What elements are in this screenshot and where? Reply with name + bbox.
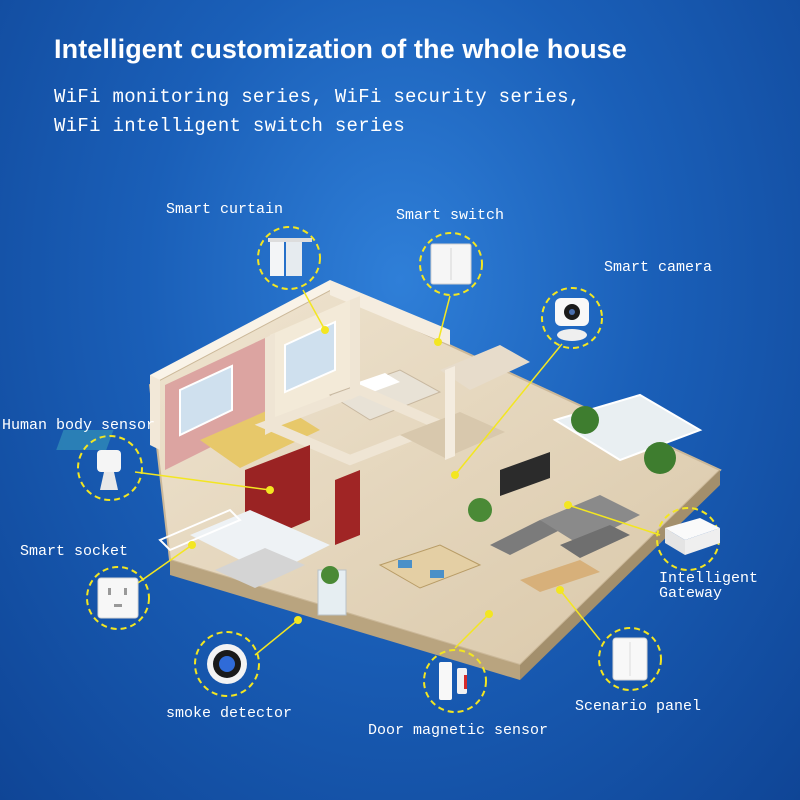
smoke-detector-icon [194, 631, 260, 697]
camera-icon [541, 287, 603, 349]
socket-icon [86, 566, 150, 630]
callout-dots [188, 326, 572, 624]
subtitle-line-1: WiFi monitoring series, WiFi security se… [54, 86, 581, 108]
label-intelligent-gateway-line-1: Intelligent [659, 570, 759, 587]
subtitle-line-2: WiFi intelligent switch series [54, 115, 406, 137]
page-title: Intelligent customization of the whole h… [54, 34, 627, 64]
label-smoke-detector: smoke detector [166, 705, 293, 722]
label-smart-camera: Smart camera [604, 259, 713, 276]
label-smart-socket: Smart socket [20, 543, 129, 560]
switch-icon [419, 232, 483, 296]
label-door-magnetic-sensor: Door magnetic sensor [368, 722, 549, 739]
scenario-panel-icon [598, 627, 662, 691]
house-floorplan [56, 280, 722, 680]
curtain-icon [257, 226, 321, 290]
label-human-body-sensor: Human body sensor [2, 417, 156, 434]
gateway-icon [656, 507, 720, 571]
label-intelligent-gateway-line-2: Gateway [659, 585, 723, 602]
label-smart-switch: Smart switch [396, 207, 505, 224]
label-smart-curtain: Smart curtain [166, 201, 284, 218]
door-sensor-icon [423, 649, 487, 713]
motion-sensor-icon [77, 435, 143, 501]
callout-lines [134, 289, 661, 656]
label-scenario-panel: Scenario panel [575, 698, 702, 715]
